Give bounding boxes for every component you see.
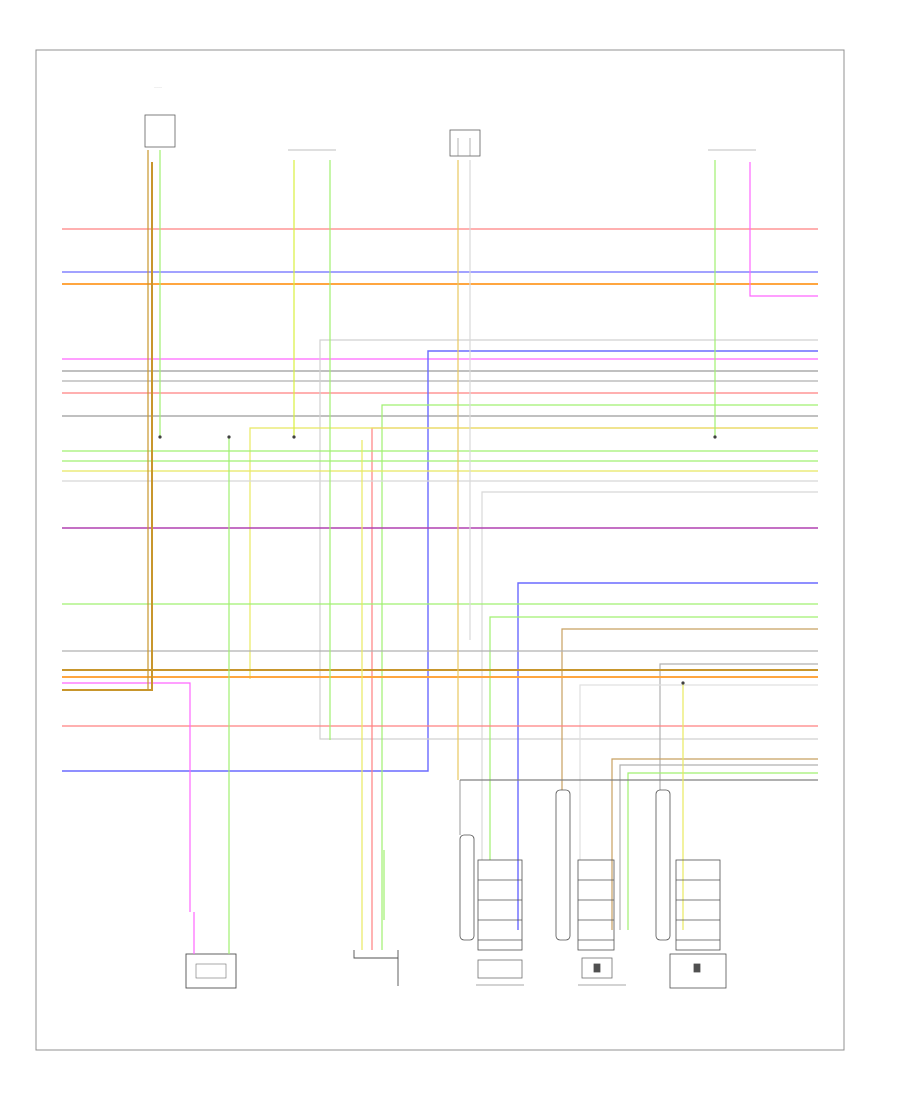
junction-dot xyxy=(158,435,162,439)
wire-blue-right-1 xyxy=(62,350,818,772)
wire-yellow-right-1 xyxy=(249,427,818,679)
wire-pink-right xyxy=(749,162,818,297)
component-top-1: . . . . xyxy=(144,85,176,148)
wire-green-right-3 xyxy=(627,772,818,930)
diagram-frame xyxy=(35,49,845,1051)
wire-green-right-2 xyxy=(489,616,818,860)
wire-blue-right-2 xyxy=(517,582,818,930)
vertical-wires xyxy=(147,150,716,930)
connector-box xyxy=(144,114,176,148)
horizontal-wires xyxy=(62,162,818,930)
wire-green-right-1 xyxy=(381,404,818,868)
component-bottom-2 xyxy=(353,868,399,986)
wire-grey-right-5 xyxy=(619,764,818,930)
wire-orange-left-4 xyxy=(62,162,153,691)
junction-dot xyxy=(681,681,685,685)
sensor-assembly-1 xyxy=(459,780,523,979)
wire-red-right-1 xyxy=(371,427,818,868)
wire-pink-left-3 xyxy=(62,682,191,912)
connector-box xyxy=(449,129,481,157)
component-top-3 xyxy=(449,129,481,157)
wire-tan-right-2 xyxy=(611,758,818,930)
wire-tan-right-1 xyxy=(561,628,818,790)
sensor-assembly-3 xyxy=(655,789,727,989)
wire-grey-right-2 xyxy=(481,491,818,860)
junction-dot xyxy=(713,435,717,439)
module-box xyxy=(185,953,237,989)
component-bottom-1 xyxy=(185,912,237,989)
junction-dot xyxy=(292,435,296,439)
sensor-assembly-2 xyxy=(555,789,615,979)
wire-grey-right-4 xyxy=(579,684,818,860)
wire-grey-right-top xyxy=(319,339,818,740)
junction-dot xyxy=(227,435,231,439)
svg-text:. . . .: . . . . xyxy=(154,85,161,89)
wire-grey-right-3 xyxy=(659,663,818,790)
junction-dots xyxy=(158,435,717,685)
